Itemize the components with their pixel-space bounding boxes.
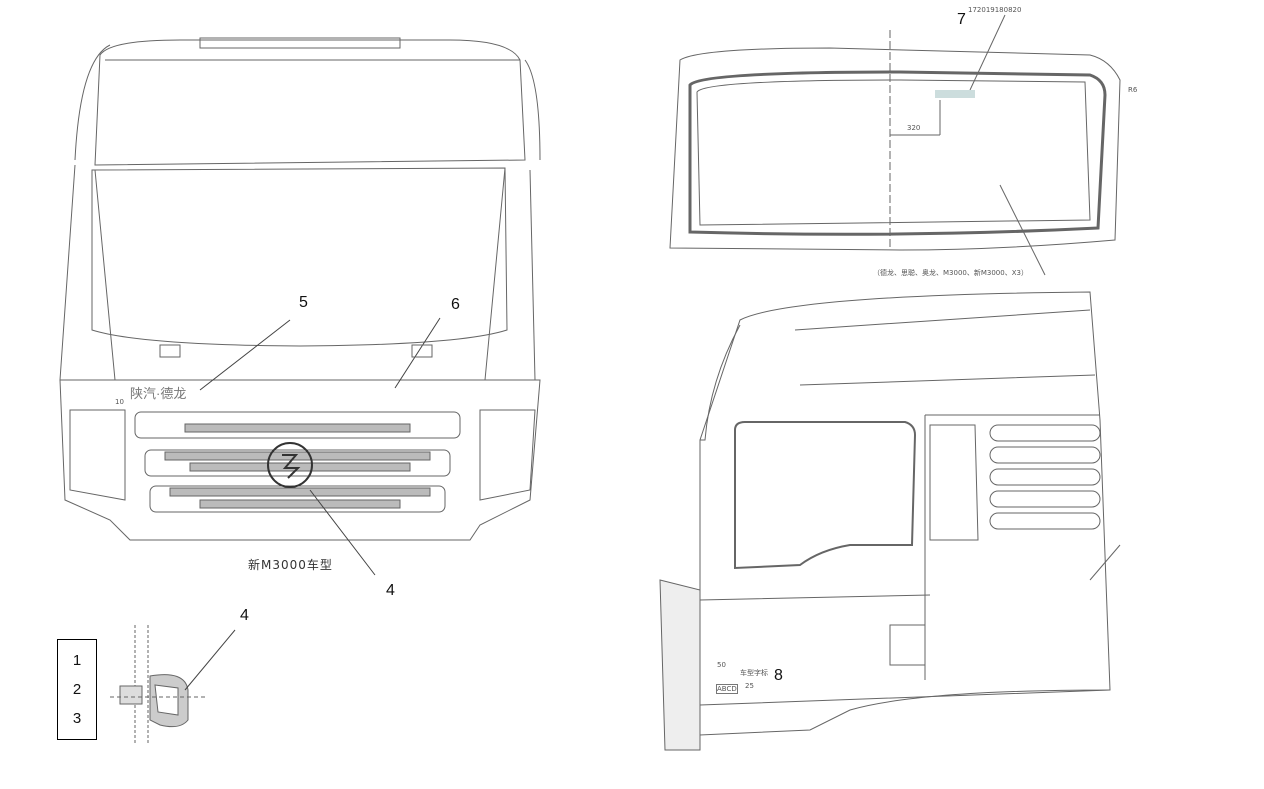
box-label: ABCD [716,684,738,694]
legend-item-2: 2 [72,681,82,698]
callout-6: 6 [451,296,460,313]
dimension-50: 50 [717,661,726,669]
legend-item-1: 1 [72,652,82,669]
windshield-drawing [669,14,1121,276]
small-label: 车型字标 [740,669,768,677]
front-cab-drawing [59,37,541,576]
legend-box: 1 2 3 [57,639,97,740]
callout-7: 7 [957,11,966,28]
dimension-320: 320 [907,124,921,132]
part-number: 172019180820 [968,6,1022,14]
callout-8: 8 [774,667,783,684]
callout-5: 5 [299,294,308,311]
callout-4: 4 [386,582,395,599]
legend-item-3: 3 [72,710,82,727]
side-cab-drawing [659,291,1121,751]
windshield-note: （德龙、思聪、奥龙、M3000、新M3000、X3） [873,269,1028,277]
grille-mark: 10 [115,398,124,406]
side-dimension: R6 [1128,86,1138,94]
detail-section-drawing [110,625,236,745]
detail-callout-4: 4 [240,607,249,624]
logo-text: 陕汽·德龙 [130,386,186,401]
dimension-25: 25 [745,682,754,690]
front-view-caption: 新M3000车型 [248,558,333,572]
